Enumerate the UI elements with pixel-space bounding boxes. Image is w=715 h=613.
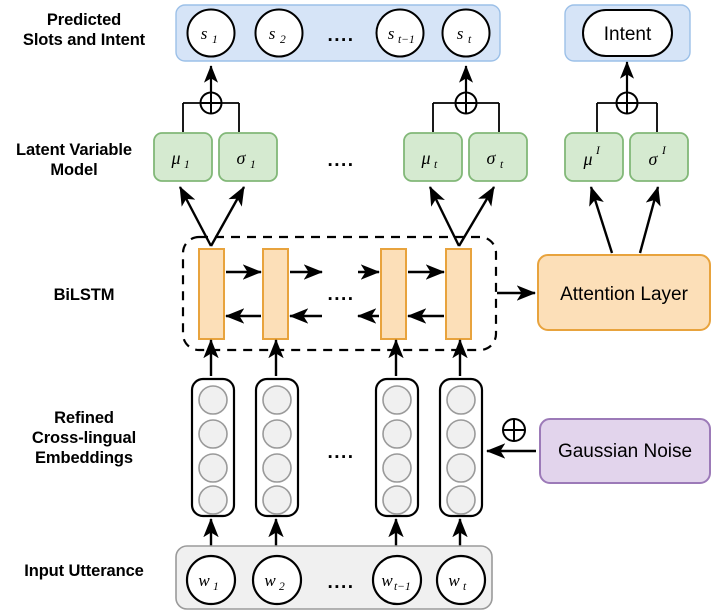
slot-node-s1-sub: 1: [212, 34, 218, 46]
row-label-latent-line1: Latent Variable: [16, 141, 132, 159]
latent-box-mu-intent: μ I: [564, 132, 624, 182]
row-label-latent: Latent Variable Model: [0, 140, 148, 180]
slot-node-s2: s 2: [254, 8, 304, 58]
slot-node-s2-sub: 2: [280, 34, 286, 46]
latent-box-sigma-intent-base: σ: [649, 149, 659, 169]
combiner-group-1: [182, 65, 240, 132]
latent-box-mu-1-base: μ: [170, 148, 180, 168]
latent-box-mu-t: μ t: [403, 132, 463, 182]
slot-node-st-1: s t−1: [375, 8, 425, 58]
bilstm-dashed-container: [181, 235, 498, 352]
word-node-w2: w 2: [251, 554, 303, 606]
latent-box-mu-t-sub: t: [434, 159, 438, 171]
input-ellipsis: ....: [327, 572, 354, 593]
bilstm-cell-t-1: [380, 248, 407, 340]
latent-box-sigma-1: σ 1: [218, 132, 278, 182]
word-node-w1-base: w: [198, 571, 210, 590]
embedding-column-4: [438, 377, 484, 518]
word-node-wt-1-base: w: [381, 571, 393, 590]
slot-node-s1-base: s: [201, 24, 208, 43]
row-label-predicted-line1: Predicted: [46, 11, 122, 29]
row-label-input: Input Utterance: [0, 561, 168, 581]
word-node-wt-sub: t: [463, 581, 467, 593]
word-node-w2-base: w: [264, 571, 276, 590]
row-label-bilstm: BiLSTM: [0, 285, 168, 305]
latent-ellipsis: ....: [327, 150, 354, 171]
latent-box-mu-intent-base: μ: [582, 149, 592, 169]
latent-box-sigma-intent: σ I: [629, 132, 689, 182]
bilstm-cell-2: [262, 248, 289, 340]
gaussian-noise-label: Gaussian Noise: [558, 441, 692, 462]
word-node-w1-sub: 1: [213, 581, 219, 593]
bilstm-cell-t: [445, 248, 472, 340]
slot-node-st: s t: [441, 8, 491, 58]
slot-node-s1: s 1: [186, 8, 236, 58]
bilstm-cell-1: [198, 248, 225, 340]
row-label-predicted-line2: Slots and Intent: [22, 31, 146, 50]
arrow-attention-to-mu-intent: [589, 186, 614, 254]
latent-box-mu-intent-sup: I: [595, 145, 601, 157]
output-ellipsis: ....: [327, 25, 354, 46]
row-label-predicted: Predicted Slots and Intent: [0, 10, 168, 50]
embedding-column-3: [374, 377, 420, 518]
word-node-wt-1: w t−1: [371, 554, 423, 606]
bilstm-ellipsis: ....: [327, 284, 354, 305]
latent-box-mu-1-sub: 1: [184, 159, 190, 171]
row-label-embeddings: Refined Cross-lingual Embeddings: [0, 408, 168, 468]
latent-box-mu-1: μ 1: [153, 132, 213, 182]
latent-box-sigma-1-sub: 1: [250, 159, 256, 171]
word-node-wt-1-sub: t−1: [394, 581, 411, 593]
intent-node-label: Intent: [604, 24, 652, 45]
latent-box-mu-t-base: μ: [420, 148, 430, 168]
arrow-lstmt-to-mut: [428, 186, 461, 247]
slot-node-st-base: s: [457, 24, 464, 43]
word-node-wt: w t: [435, 554, 487, 606]
gaussian-noise-combiner: [502, 418, 526, 442]
embedding-ellipsis: ....: [327, 442, 354, 463]
row-label-embeddings-line2: Cross-lingual: [31, 429, 137, 448]
row-label-embeddings-line3: Embeddings: [34, 449, 133, 468]
latent-box-sigma-t: σ t: [468, 132, 528, 182]
embedding-column-2: [254, 377, 300, 518]
slot-node-s2-base: s: [269, 24, 276, 43]
latent-box-sigma-t-base: σ: [487, 148, 497, 168]
slot-node-st-1-base: s: [388, 24, 395, 43]
gaussian-noise-box: Gaussian Noise: [539, 418, 711, 484]
attention-layer-label: Attention Layer: [560, 284, 688, 305]
combiner-group-intent: [596, 61, 658, 132]
combiner-group-t: [432, 65, 500, 132]
latent-box-sigma-t-sub: t: [500, 159, 504, 171]
word-node-wt-base: w: [448, 571, 460, 590]
intent-node: Intent: [582, 9, 673, 57]
attention-layer-box: Attention Layer: [537, 254, 711, 331]
slot-node-st-sub: t: [468, 34, 472, 46]
latent-box-sigma-1-base: σ: [237, 148, 247, 168]
arrow-attention-to-sigma-intent: [638, 186, 661, 254]
word-node-w1: w 1: [185, 554, 237, 606]
slot-node-st-1-sub: t−1: [398, 34, 415, 46]
row-label-input-text: Input Utterance: [24, 562, 144, 580]
arrow-lstmt-to-sigmat: [457, 186, 496, 247]
embedding-column-1: [190, 377, 236, 518]
row-label-bilstm-text: BiLSTM: [53, 286, 115, 304]
row-label-embeddings-line1: Refined: [54, 409, 114, 427]
word-node-w2-sub: 2: [279, 581, 285, 593]
row-label-latent-line2: Model: [50, 161, 98, 180]
latent-box-sigma-intent-sup: I: [661, 145, 667, 157]
